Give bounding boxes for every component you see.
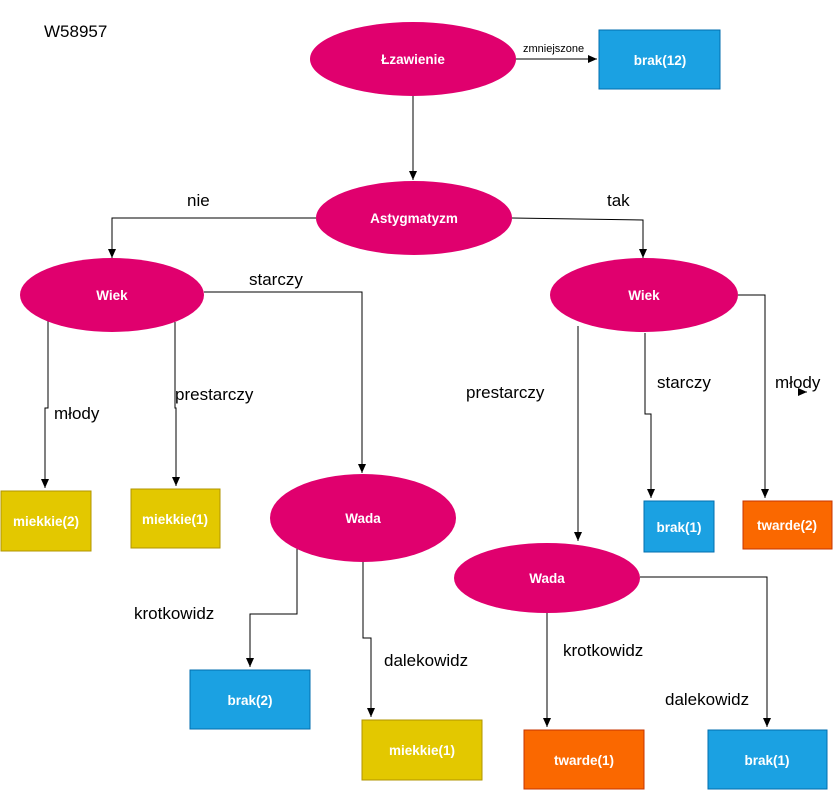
edge-wada-left-brak2 (246, 546, 298, 667)
node-lzawienie: Łzawienie (310, 22, 516, 96)
leaf-brak12-label: brak(12) (634, 53, 687, 68)
edge-wada-right-brak1b (640, 576, 771, 727)
edge-label-nie: nie (187, 191, 210, 210)
node-wada-right-shape (454, 543, 640, 613)
edge-label-tak: tak (607, 191, 630, 210)
node-wiek-left-shape (20, 258, 204, 332)
leaf-miekkie1-a-box (130, 488, 221, 549)
leaf-twarde1-label: twarde(1) (554, 753, 614, 768)
leaf-miekkie1-a-label: miekkie(1) (142, 512, 208, 527)
node-wada-left: Wada (270, 474, 456, 562)
edge-wada-left-miekkie1b (362, 562, 375, 717)
leaf-brak1-a-box (643, 500, 715, 553)
edge-label-mlody-left: młody (54, 404, 100, 423)
leaf-miekkie1-b-box (361, 719, 483, 781)
edges (41, 55, 807, 727)
node-wada-right: Wada (454, 543, 640, 613)
leaf-twarde1: twarde(1) (523, 729, 645, 790)
leaf-miekkie2: miekkie(2) (0, 490, 92, 552)
leaf-brak12-box (598, 29, 721, 90)
edge-astygmatyzm-wiek-left (108, 217, 316, 258)
leaf-miekkie2-box (0, 490, 92, 552)
edge-label-krotkowidz-left: krotkowidz (134, 604, 214, 623)
leaf-brak1-b-box (707, 729, 828, 790)
edge-label-prestarczy-left: prestarczy (175, 385, 254, 404)
node-astygmatyzm-label: Astygmatyzm (370, 211, 458, 226)
edge-label-mlody-right: młody (775, 373, 821, 392)
node-wiek-right: Wiek (550, 258, 738, 332)
node-wiek-right-label: Wiek (628, 288, 660, 303)
edge-label-dalekowidz-right: dalekowidz (665, 690, 749, 709)
node-wiek-left-label: Wiek (96, 288, 128, 303)
leaf-brak1-b-label: brak(1) (744, 753, 789, 768)
edge-label-krotkowidz-right: krotkowidz (563, 641, 643, 660)
edge-wiek-right-brak1a (644, 333, 655, 498)
leaf-brak1-a: brak(1) (643, 500, 715, 553)
edge-label-prestarczy-right: prestarczy (466, 383, 545, 402)
leaf-brak2-box (189, 669, 311, 730)
leaf-twarde2: twarde(2) (742, 500, 833, 550)
edge-wiek-left-miekkie2 (41, 321, 49, 488)
node-lzawienie-label: Łzawienie (381, 52, 445, 67)
edge-label-zmniejszone: zmniejszone (523, 43, 584, 55)
leaf-brak12: brak(12) (598, 29, 721, 90)
edge-astygmatyzm-wiek-right (511, 217, 647, 258)
leaf-twarde2-box (742, 500, 833, 550)
leaf-brak2-label: brak(2) (227, 693, 272, 708)
leaf-miekkie1-b-label: miekkie(1) (389, 743, 455, 758)
leaf-miekkie2-label: miekkie(2) (13, 514, 79, 529)
leaf-twarde1-box (523, 729, 645, 790)
node-wada-left-label: Wada (345, 511, 381, 526)
leaf-brak2: brak(2) (189, 669, 311, 730)
node-lzawienie-shape (310, 22, 516, 96)
edge-wiek-right-twarde2 (738, 294, 769, 498)
edge-label-starczy-right: starczy (657, 373, 711, 392)
leaf-brak1-b: brak(1) (707, 729, 828, 790)
edge-label-starczy-left: starczy (249, 270, 303, 289)
edge-label-dalekowidz-left: dalekowidz (384, 651, 468, 670)
node-astygmatyzm: Astygmatyzm (316, 181, 512, 255)
leaf-miekkie1-b: miekkie(1) (361, 719, 483, 781)
leaf-brak1-a-label: brak(1) (656, 520, 701, 535)
node-wada-right-label: Wada (529, 571, 565, 586)
node-wiek-left: Wiek (20, 258, 204, 332)
leaf-twarde2-label: twarde(2) (757, 518, 817, 533)
node-wada-left-shape (270, 474, 456, 562)
edge-wiek-left-miekkie1 (172, 322, 180, 486)
leaf-miekkie1-a: miekkie(1) (130, 488, 221, 549)
diagram-title: W58957 (44, 22, 108, 41)
node-astygmatyzm-shape (316, 181, 512, 255)
node-wiek-right-shape (550, 258, 738, 332)
edge-wiek-left-wada-left (204, 291, 366, 473)
